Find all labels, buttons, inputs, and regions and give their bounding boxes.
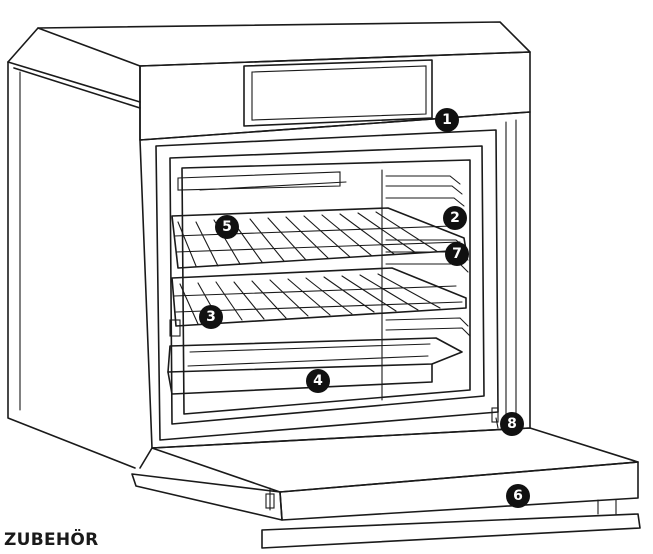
display-screen [243,59,433,127]
callout-telescopic-runner: 7 [445,242,469,266]
callout-control-panel: 1 [435,108,459,132]
section-heading: ZUBEHÖR [4,530,99,550]
callout-upper-wire-rack: 5 [215,215,239,239]
callout-number: 3 [206,309,216,325]
callout-baking-tray: 4 [306,369,330,393]
oven-door [131,407,641,549]
baking-tray [167,337,463,395]
callout-side-rail: 2 [443,206,467,230]
callout-number: 8 [507,416,517,432]
callout-oven-door: 6 [506,484,530,508]
callout-door-hinge: 8 [500,412,524,436]
callout-lower-wire-rack: 3 [199,305,223,329]
door-handle [261,513,641,549]
callout-number: 4 [313,373,323,389]
callout-number: 1 [442,112,452,128]
lower-wire-rack [169,267,467,337]
callout-number: 6 [513,488,523,504]
oven-cavity [155,129,499,441]
callout-number: 7 [452,246,462,262]
callout-number: 2 [450,210,460,226]
upper-wire-rack [171,207,467,269]
door-hinge [491,407,499,423]
callout-number: 5 [222,219,232,235]
